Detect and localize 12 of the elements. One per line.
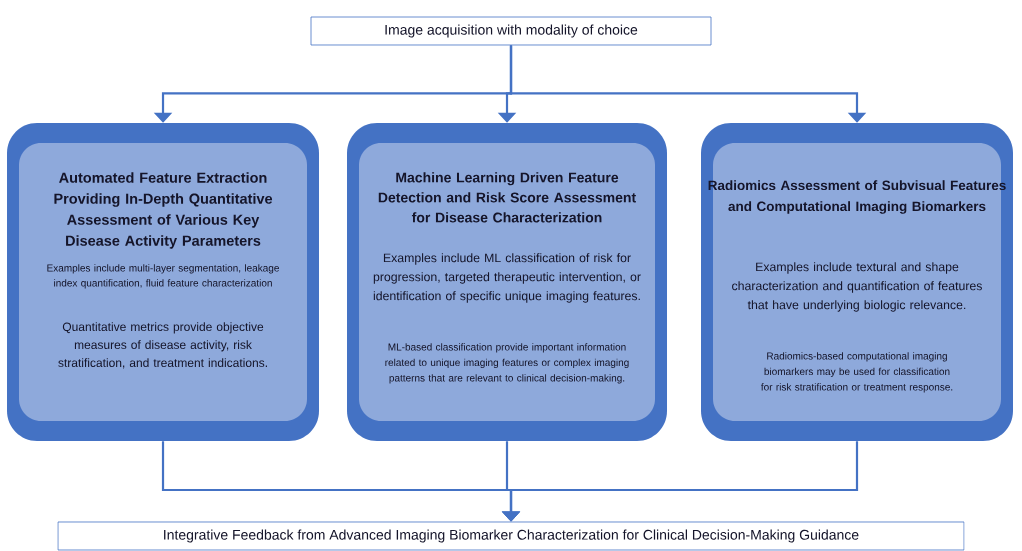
panel-text: Examples include ML classification of risk for progression, targeted therapeutic intervention, or identification of specific unique imaging features. — [373, 253, 641, 303]
panel-heading: Radiomics Assessment of Subvisual Features and Computational Imaging Biomarkers — [708, 180, 1006, 214]
panel-heading: Automated Feature Extraction Providing In-Depth Quantitative Assessment of Various Key Disease Activity Parameters — [54, 172, 273, 249]
panel-text: Examples include textural and shape characterization and quantification of features that have underlying biologic relevance. — [732, 262, 982, 312]
panel-text: ML-based classification provide important information related to unique imaging features or complex imaging patterns that are relevant to clinical decision-making. — [385, 343, 629, 384]
panel-text: Examples include multi-layer segmentation, leakage index quantification, fluid feature characterization — [47, 264, 279, 289]
text-box: Integrative Feedback from Advanced Imaging Biomarker Characterization for Clinical Decision-Making Guidance — [57, 521, 965, 551]
arrow — [509, 45, 867, 123]
panel-heading: Machine Learning Driven Feature Detection and Risk Score Assessment for Disease Characterization — [378, 172, 636, 223]
panel-text: Radiomics-based computational imaging biomarkers may be used for classification for risk stratification or treatment response. — [761, 352, 953, 393]
panel-text: Quantitative metrics provide objective measures of disease activity, risk stratification, and treatment indications. — [58, 322, 267, 369]
text-box: Image acquisition with modality of choice — [310, 16, 712, 46]
